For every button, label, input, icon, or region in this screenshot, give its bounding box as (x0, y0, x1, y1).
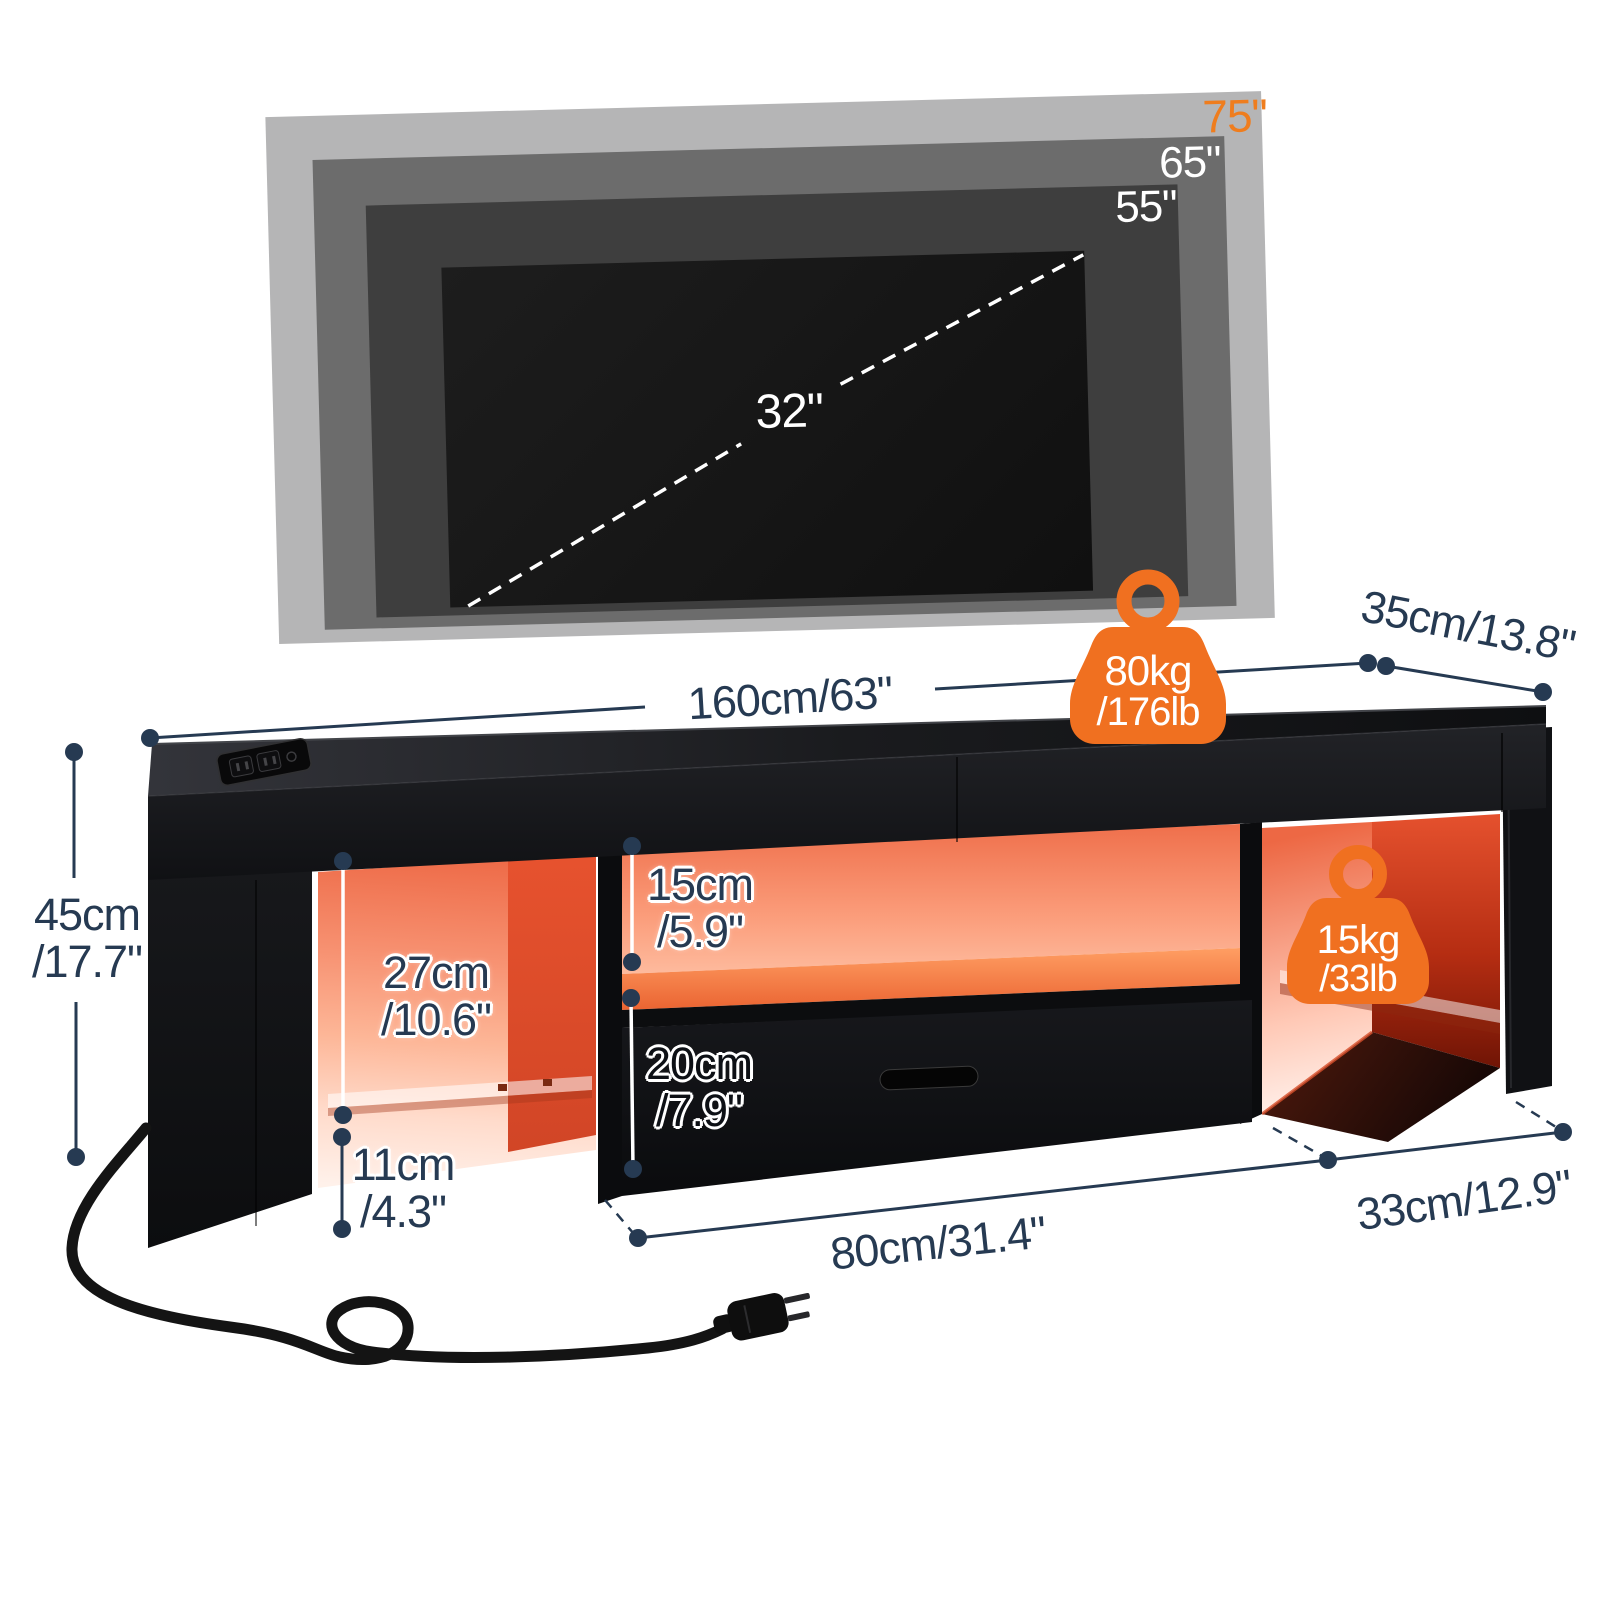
dim-height-cm: 45cm (33, 888, 141, 940)
dim-left-cubby-height: 27cm /10.6" (380, 946, 492, 1045)
dim-bottom-clearance-cm: 11cm (351, 1138, 456, 1190)
dim-shelf-clearance-cm: 15cm (646, 858, 754, 910)
dim-bottom-clearance: 11cm /4.3" (351, 1138, 456, 1237)
dim-left-cubby-in: /10.6" (380, 994, 492, 1045)
drawer-handle (879, 1065, 979, 1091)
lit-shelf-surface (622, 948, 1240, 1010)
weight-shelf-lb: /33lb (1319, 958, 1397, 1000)
weight-badge-shelf: 15kg /33lb (1280, 840, 1436, 1016)
weight-icon (1070, 569, 1226, 744)
tabletop-fascia (148, 724, 1546, 880)
led-compartment-middle (622, 824, 1240, 1028)
dim-height: 45cm /17.7" (31, 888, 143, 987)
drawer-front (622, 1000, 1252, 1196)
glass-shelf-left (328, 1076, 592, 1108)
led-compartment-left (318, 854, 596, 1188)
tv-size-comparison: 75" 65" 55" 32" (265, 83, 1279, 644)
dim-height-in: /17.7" (31, 936, 143, 987)
weight-tabletop-lb: /176lb (1096, 690, 1201, 734)
weight-icon (1287, 845, 1429, 1004)
power-outlet-icon (216, 737, 312, 787)
dim-shelf-clearance: 15cm /5.9" (646, 858, 754, 957)
dimension-lines (65, 654, 1572, 1247)
right-leg (1502, 727, 1552, 1094)
weight-shelf-kg: 15kg (1316, 918, 1401, 962)
dim-drawer-height: 20cm /7.9" (645, 1037, 753, 1136)
dim-bottom-clearance-in: /4.3" (359, 1186, 447, 1237)
dim-shelf-clearance-in: /5.9" (656, 906, 744, 957)
dim-overall-width: 160cm/63" (686, 666, 894, 730)
tv-diagonal-dashed-line (467, 253, 1085, 608)
stand-frame (147, 705, 1552, 1248)
power-cord (66, 1122, 810, 1366)
dim-drawer-height-cm: 20cm (645, 1037, 753, 1089)
left-leg (148, 870, 312, 1248)
weight-badge-tabletop: 80kg /176lb (1062, 563, 1234, 759)
power-plug-icon (713, 1293, 810, 1341)
dim-left-cubby-cm: 27cm (382, 946, 490, 998)
dim-drawer-height-in: /7.9" (655, 1085, 743, 1136)
weight-tabletop-kg: 80kg (1104, 647, 1192, 694)
